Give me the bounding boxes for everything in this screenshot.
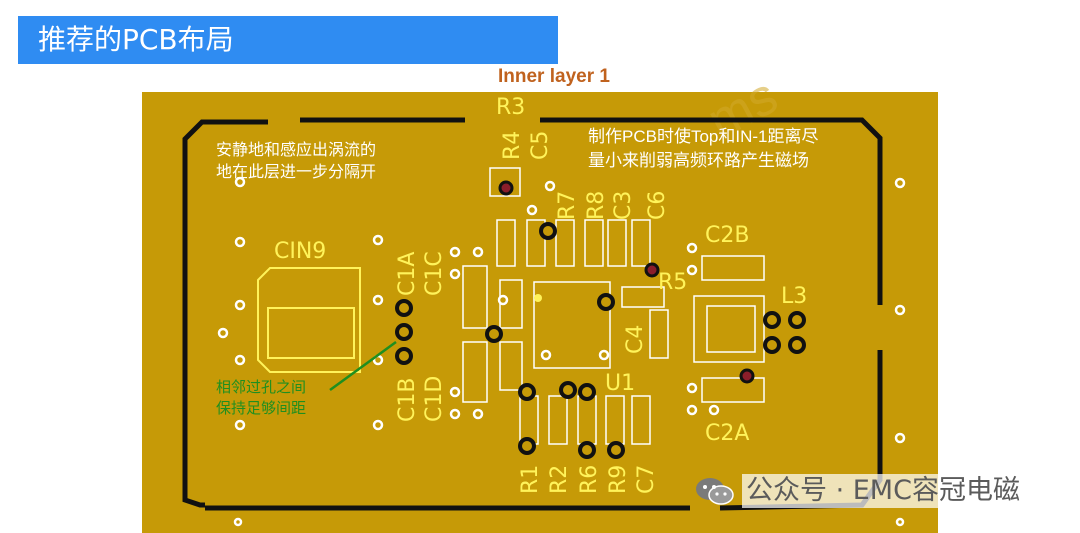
note-green-line2: 保持足够间距 [216, 399, 306, 417]
section-header: 推荐的PCB布局 [18, 16, 558, 64]
signal-vias [498, 180, 755, 384]
label-c6: C6 [645, 191, 670, 220]
ground-outline-top-right [540, 117, 883, 305]
silk-labels: R3 R4 C5 R7 R8 C3 C6 CIN9 C1A C1C C1B C1… [274, 95, 807, 494]
label-c1d: C1D [422, 376, 447, 422]
label-r7: R7 [555, 191, 580, 220]
small-vias [217, 176, 906, 527]
large-vias [395, 222, 806, 459]
annotations: 安静地和感应出涡流的 地在此层进一步分隔开 制作PCB时使Top和IN-1距离尽… [216, 126, 818, 181]
label-c7: C7 [634, 465, 659, 494]
label-c1a: C1A [395, 252, 420, 296]
note-left-line2: 地在此层进一步分隔开 [216, 163, 376, 181]
label-c4: C4 [623, 325, 648, 354]
note-right-line2: 量小来削弱高频环路产生磁场 [588, 151, 809, 170]
label-cin9: CIN9 [274, 239, 326, 264]
layer-title: Inner layer 1 [498, 66, 610, 87]
label-r9: R9 [606, 465, 631, 494]
label-r6: R6 [577, 465, 602, 494]
component-outlines [462, 167, 765, 445]
note-right-line1: 制作PCB时使Top和IN-1距离尽 [588, 126, 818, 146]
ground-outline-left [182, 119, 268, 508]
watermark-text: 公众号 · EMC容冠电磁 [742, 474, 1024, 508]
note-left-line1: 安静地和感应出涡流的 [216, 140, 376, 159]
label-c2a: C2A [705, 421, 749, 446]
label-c5: C5 [528, 131, 553, 160]
label-r2: R2 [547, 465, 572, 494]
green-arrow [329, 340, 397, 392]
label-c2b: C2B [705, 223, 749, 248]
label-l3: L3 [781, 284, 807, 309]
cin9-footprint [257, 267, 361, 373]
pcb-board [142, 92, 938, 533]
section-title: 推荐的PCB布局 [38, 23, 234, 56]
label-c3: C3 [611, 191, 636, 220]
u1-pin1-marker [534, 294, 542, 302]
wechat-icon [696, 478, 734, 505]
label-r5: R5 [658, 270, 687, 295]
label-r4: R4 [500, 131, 525, 160]
green-note: 相邻过孔之间 保持足够间距 [216, 378, 306, 417]
label-u1: U1 [605, 371, 635, 396]
label-r1: R1 [518, 465, 543, 494]
label-r3: R3 [496, 95, 525, 120]
note-green-line1: 相邻过孔之间 [216, 378, 306, 396]
label-c1c: C1C [422, 251, 447, 296]
label-r8: R8 [584, 191, 609, 220]
label-c1b: C1B [395, 378, 420, 422]
